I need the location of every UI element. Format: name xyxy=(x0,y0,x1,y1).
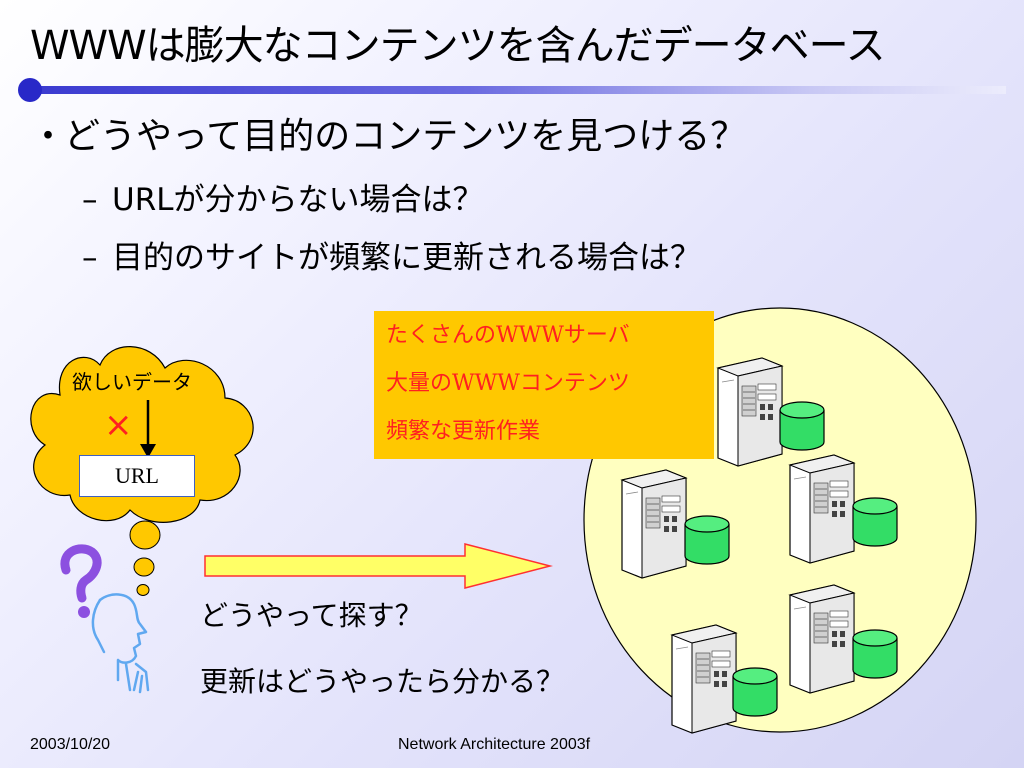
question-mark-icon xyxy=(60,544,102,618)
sub-bullet-1: –URLが分からない場合は？ xyxy=(82,178,484,222)
database-icon xyxy=(852,497,898,547)
question-update: 更新はどうやったら分かる？ xyxy=(200,665,565,698)
title-underline xyxy=(30,86,1006,94)
main-bullet: ・どうやって目的のコンテンツを見つける？ xyxy=(30,112,746,162)
thinking-person-icon xyxy=(91,593,150,694)
url-box: URL xyxy=(79,455,195,497)
info-box: たくさんのWWWサーバ 大量のWWWコンテンツ 頻繁な更新作業 xyxy=(374,311,714,459)
footer-course: Network Architecture 2003f xyxy=(398,736,591,753)
question-search: どうやって探す？ xyxy=(200,599,423,632)
server-icon xyxy=(789,454,855,564)
slide-title: WWWは膨大なコンテンツを含んだデータベース xyxy=(30,23,886,69)
info-line: 大量のWWWコンテンツ xyxy=(386,371,630,396)
wanted-data-label: 欲しいデータ xyxy=(72,370,192,394)
bullet-marker: ・ xyxy=(30,116,67,157)
sub-bullet-dash: – xyxy=(82,182,98,218)
sub-bullet-text: 目的のサイトが頻繁に更新される場合は？ xyxy=(112,240,701,276)
sub-bullet-dash: – xyxy=(82,240,98,276)
database-icon xyxy=(684,515,730,565)
arrow-icon xyxy=(204,543,553,589)
footer-date: 2003/10/20 xyxy=(30,736,111,753)
thought-bubble xyxy=(133,557,155,577)
cross-mark-icon: × xyxy=(104,405,133,445)
thought-bubble xyxy=(129,520,161,550)
database-icon xyxy=(852,629,898,679)
database-icon xyxy=(732,667,778,717)
sub-bullet-2: –目的のサイトが頻繁に更新される場合は？ xyxy=(82,236,701,280)
database-icon xyxy=(779,401,825,451)
server-icon xyxy=(671,624,737,734)
thought-bubble xyxy=(136,584,150,596)
server-icon xyxy=(789,584,855,694)
server-icon xyxy=(717,357,783,467)
sub-bullet-text: URLが分からない場合は？ xyxy=(112,182,484,218)
title-bullet-dot xyxy=(18,78,42,102)
info-line: たくさんのWWWサーバ xyxy=(386,323,630,348)
bullet-text: どうやって目的のコンテンツを見つける？ xyxy=(64,116,747,157)
info-line: 頻繁な更新作業 xyxy=(386,419,541,444)
server-icon xyxy=(621,469,687,579)
